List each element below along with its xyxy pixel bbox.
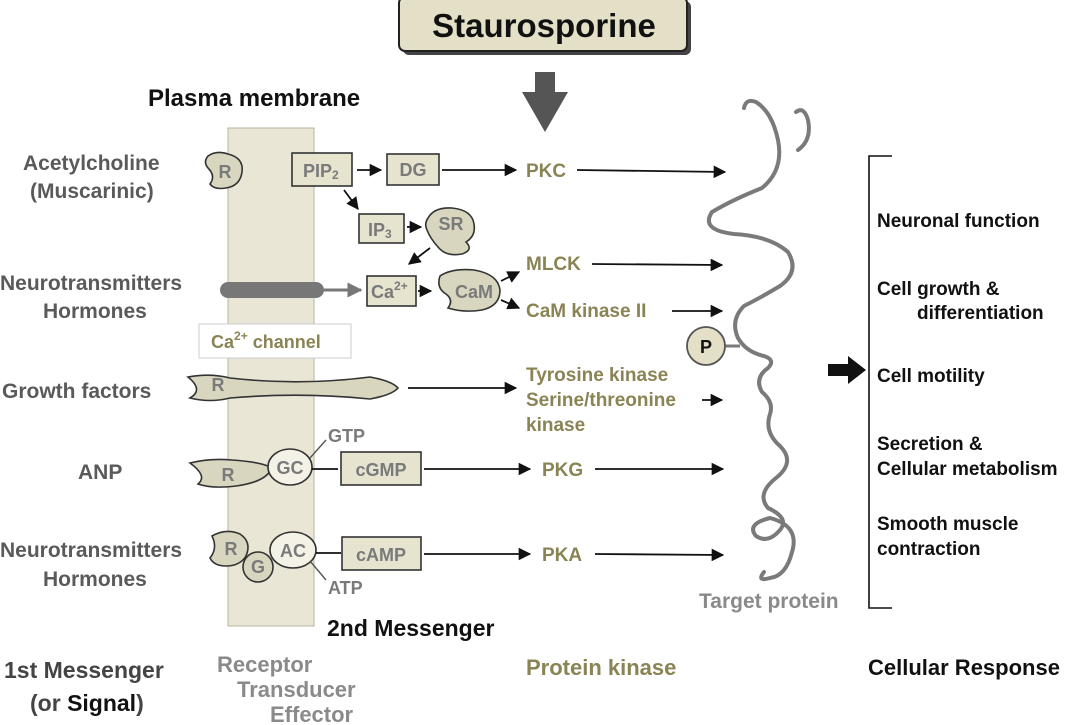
phosphate-label: P bbox=[700, 337, 712, 357]
response-secretion-1: Secretion & bbox=[877, 434, 983, 455]
muscarinic-label: (Muscarinic) bbox=[30, 180, 154, 203]
anp-receptor bbox=[188, 458, 274, 488]
receptor-acetylcholine bbox=[204, 151, 244, 190]
camp-label: cAMP bbox=[356, 545, 406, 565]
response-neuronal: Neuronal function bbox=[877, 211, 1040, 232]
ip3-box bbox=[358, 213, 405, 244]
pkc-label: PKC bbox=[526, 161, 566, 182]
hormones-label-1: Hormones bbox=[43, 300, 147, 323]
response-growth-1: Cell growth & bbox=[877, 279, 1000, 300]
signal-label: (or Signal) bbox=[30, 690, 144, 716]
anp-label: ANP bbox=[78, 461, 122, 484]
transducer-label: Transducer bbox=[237, 677, 356, 702]
atp-label: ATP bbox=[328, 578, 363, 598]
ca-channel-label: Ca2+ channel bbox=[211, 329, 321, 352]
ip3-label: IP3 bbox=[368, 220, 392, 241]
dg-label: DG bbox=[400, 160, 427, 180]
phosphate-group bbox=[686, 326, 726, 366]
cam-protein bbox=[438, 268, 501, 312]
ca-box bbox=[366, 275, 417, 307]
gc-label: GC bbox=[277, 458, 304, 478]
second-messenger-label: 2nd Messenger bbox=[327, 615, 494, 641]
receptor-label: R bbox=[219, 162, 232, 182]
ac-label: AC bbox=[280, 541, 306, 561]
gpcr-receptor-label: R bbox=[225, 539, 238, 559]
response-motility: Cell motility bbox=[877, 366, 985, 387]
serine-kinase-label: kinase bbox=[526, 415, 585, 436]
protein-kinase-label: Protein kinase bbox=[526, 655, 676, 680]
arrow-cam-camk bbox=[500, 297, 521, 310]
arrow-mlck-target bbox=[591, 258, 724, 272]
plasma-membrane-label: Plasma membrane bbox=[148, 85, 360, 112]
response-bracket bbox=[868, 155, 892, 609]
first-messenger-label: 1st Messenger bbox=[4, 657, 164, 683]
response-growth-2: differentiation bbox=[917, 303, 1044, 324]
growth-factor-receptor bbox=[186, 374, 400, 402]
tyrosine-kinase-label: Tyrosine kinase bbox=[526, 365, 668, 386]
growth-factors-label: Growth factors bbox=[2, 380, 151, 403]
arrow-pip2-ip3 bbox=[343, 189, 359, 211]
cgmp-label: cGMP bbox=[355, 460, 406, 480]
title: Staurosporine bbox=[432, 7, 656, 44]
effector-label: Effector bbox=[270, 702, 354, 725]
g-protein bbox=[242, 551, 274, 583]
ac-enzyme bbox=[269, 531, 317, 569]
gtp-label: GTP bbox=[328, 426, 365, 446]
target-protein-tail bbox=[794, 108, 811, 152]
mlck-label: MLCK bbox=[526, 254, 581, 275]
ca-channel-protein bbox=[220, 282, 324, 298]
response-secretion-2: Cellular metabolism bbox=[877, 459, 1058, 480]
ca-label: Ca2+ bbox=[371, 279, 408, 302]
response-arrow bbox=[828, 356, 866, 384]
sr-organelle bbox=[424, 207, 476, 256]
serine-threonine-label: Serine/threonine bbox=[526, 390, 676, 411]
receptor-label-bottom: Receptor bbox=[217, 652, 313, 677]
acetylcholine-label: Acetylcholine bbox=[23, 152, 160, 175]
neurotransmitters-label-2: Neurotransmitters bbox=[0, 539, 182, 562]
pkg-label: PKG bbox=[542, 460, 583, 481]
atp-pointer bbox=[309, 560, 327, 581]
gc-enzyme bbox=[267, 448, 313, 486]
gpcr-receptor bbox=[209, 530, 249, 567]
response-smooth-1: Smooth muscle bbox=[877, 514, 1018, 535]
g-protein-label: G bbox=[251, 557, 265, 577]
cgmp-box bbox=[340, 451, 422, 486]
arrow-pka-target bbox=[594, 548, 725, 562]
arrow-cam-mlck bbox=[500, 271, 521, 283]
response-smooth-2: contraction bbox=[877, 539, 980, 560]
dg-box bbox=[386, 153, 440, 186]
cam-kinase-label: CaM kinase II bbox=[526, 301, 646, 322]
ca-channel-box bbox=[198, 323, 352, 359]
target-protein-label: Target protein bbox=[699, 590, 839, 613]
gtp-pointer bbox=[309, 439, 327, 459]
pip2-box bbox=[291, 152, 353, 187]
anp-receptor-label: R bbox=[222, 465, 235, 485]
camp-box bbox=[341, 536, 422, 571]
arrow-sr-ca bbox=[407, 247, 431, 265]
neurotransmitters-label-1: Neurotransmitters bbox=[0, 272, 182, 295]
down-arrow bbox=[522, 72, 568, 132]
hormones-label-2: Hormones bbox=[43, 568, 147, 591]
pip2-label: PIP2 bbox=[303, 161, 339, 182]
cam-label: CaM bbox=[455, 282, 493, 302]
target-protein bbox=[706, 98, 796, 582]
arrow-pkc-target bbox=[576, 165, 727, 179]
pka-label: PKA bbox=[542, 545, 582, 566]
title-box bbox=[398, 0, 688, 52]
growth-receptor-label: R bbox=[212, 375, 225, 395]
cellular-response-label: Cellular Response bbox=[868, 655, 1060, 680]
sr-label: SR bbox=[438, 214, 463, 234]
